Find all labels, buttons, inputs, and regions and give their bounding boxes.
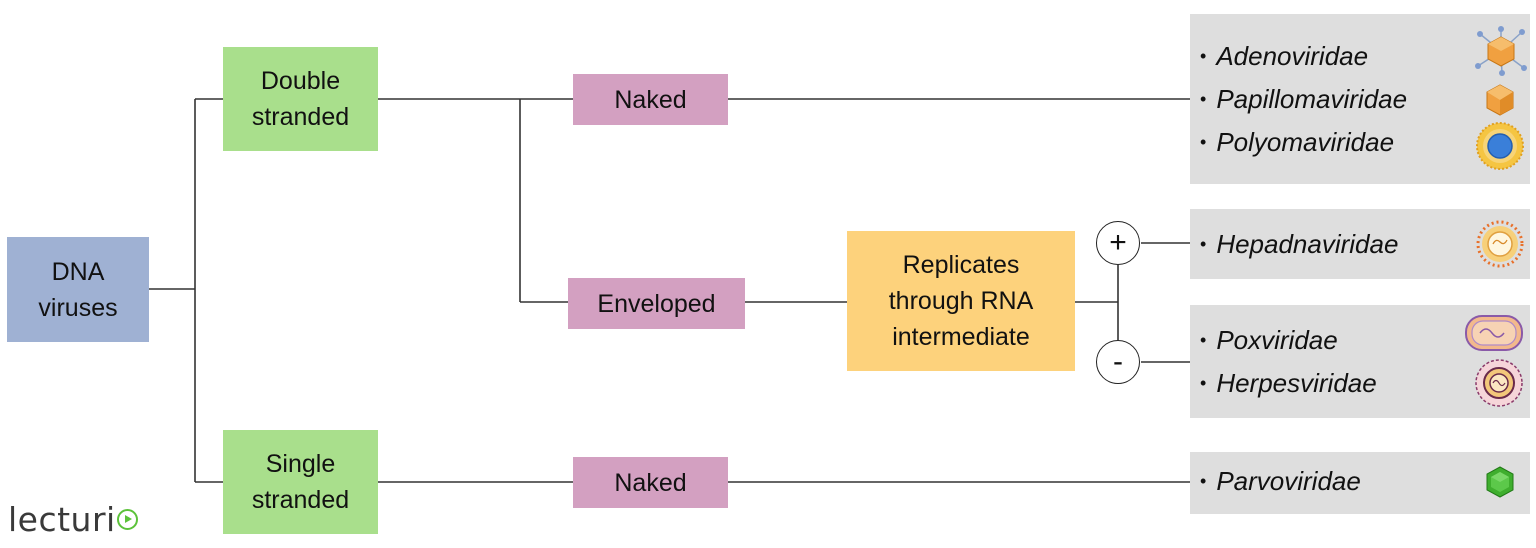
list-item: •Poxviridae xyxy=(1200,325,1338,355)
family-herpesviridae: Herpesviridae xyxy=(1216,368,1377,398)
poxvirus-icon xyxy=(1465,315,1523,351)
list-item: •Papillomaviridae xyxy=(1200,84,1408,114)
positive-sign: + xyxy=(1096,221,1140,265)
naked-single-stranded-node: Naked xyxy=(573,457,728,508)
family-poxviridae: Poxviridae xyxy=(1216,325,1338,355)
logo-text: lecturi xyxy=(8,500,116,539)
naked-ss-label: Naked xyxy=(614,468,687,497)
replicates-label: Replicates through RNA intermediate xyxy=(888,251,1034,351)
polyomavirus-icon xyxy=(1476,122,1524,170)
dna-viruses-node: DNA viruses xyxy=(7,237,149,342)
negative-sign: - xyxy=(1096,340,1140,384)
list-item: •Hepadnaviridae xyxy=(1200,229,1399,259)
family-box-naked-ss xyxy=(1190,452,1530,514)
single-stranded-node: Single stranded xyxy=(223,430,378,534)
family-polyomaviridae: Polyomaviridae xyxy=(1216,127,1395,157)
parvovirus-icon xyxy=(1486,466,1514,498)
naked-ds-label: Naked xyxy=(614,85,687,114)
enveloped-label: Enveloped xyxy=(597,289,716,318)
herpesvirus-icon xyxy=(1475,359,1523,407)
list-item: •Adenoviridae xyxy=(1200,41,1369,71)
list-item: •Parvoviridae xyxy=(1200,466,1361,496)
family-box-positive xyxy=(1190,209,1530,279)
play-icon xyxy=(116,509,138,530)
lecturio-logo: lecturi xyxy=(8,500,138,539)
double-stranded-node: Double stranded xyxy=(223,47,378,151)
hepadnavirus-icon xyxy=(1476,220,1524,268)
family-adenoviridae: Adenoviridae xyxy=(1216,41,1369,71)
family-box-naked-ds xyxy=(1190,14,1530,184)
single-stranded-label: Single stranded xyxy=(251,450,350,514)
family-papillomaviridae: Papillomaviridae xyxy=(1216,84,1408,114)
family-parvoviridae: Parvoviridae xyxy=(1216,466,1361,496)
family-list-negative: •Poxviridae •Herpesviridae xyxy=(1200,319,1377,405)
family-list-naked-ss: •Parvoviridae xyxy=(1200,460,1361,503)
family-list-positive: •Hepadnaviridae xyxy=(1200,223,1398,266)
list-item: •Herpesviridae xyxy=(1200,368,1377,398)
dna-viruses-label: DNA viruses xyxy=(38,257,118,322)
naked-double-stranded-node: Naked xyxy=(573,74,728,125)
family-hepadnaviridae: Hepadnaviridae xyxy=(1216,229,1399,259)
papillomavirus-icon xyxy=(1486,84,1514,116)
double-stranded-label: Double stranded xyxy=(251,67,350,131)
enveloped-node: Enveloped xyxy=(568,278,745,329)
family-list-naked-ds: •Adenoviridae •Papillomaviridae •Polyoma… xyxy=(1200,35,1407,164)
list-item: •Polyomaviridae xyxy=(1200,127,1395,157)
adenovirus-icon xyxy=(1475,26,1527,76)
replicates-through-rna-node: Replicates through RNA intermediate xyxy=(847,231,1075,371)
